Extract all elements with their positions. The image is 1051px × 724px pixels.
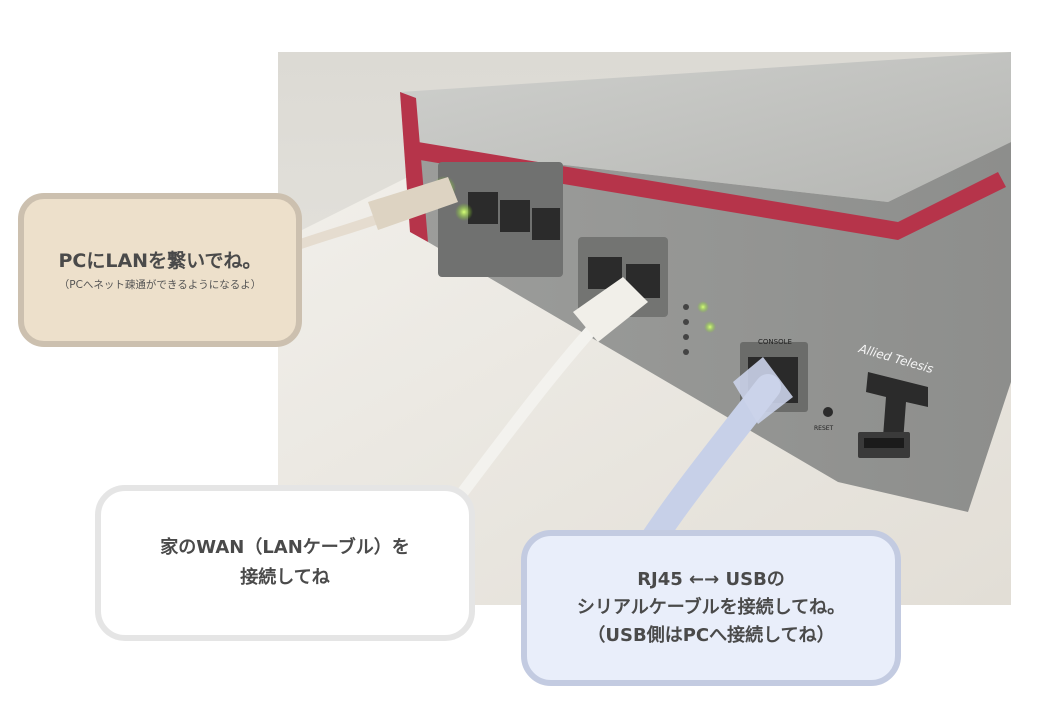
console-label: CONSOLE	[758, 338, 792, 346]
wan-cable	[442, 277, 648, 518]
reset-button	[823, 407, 833, 417]
router-photo: CONSOLE RESET Allied Telesis	[278, 52, 1011, 605]
wan-callout-line1: 家のWAN（LANケーブル）を	[160, 537, 410, 558]
usb-callout: RJ45 ←→ USBの シリアルケーブルを接続してね。 （USB側はPCへ接続…	[521, 530, 901, 686]
usb-callout-line2: シリアルケーブルを接続してね。	[576, 597, 846, 618]
router-photo-illustration: CONSOLE RESET Allied Telesis	[278, 52, 1011, 605]
usb-callout-line1: RJ45 ←→ USBの	[637, 569, 785, 590]
front-logo-area	[858, 372, 928, 458]
wan-callout: 家のWAN（LANケーブル）を 接続してね	[95, 485, 475, 641]
router-top	[400, 52, 1011, 202]
reset-label: RESET	[814, 425, 834, 432]
lan-callout-title: PCにLANを繋いでね。	[58, 250, 262, 272]
lan-callout-note: （PCへネット疎通ができるようになるよ）	[58, 279, 262, 291]
lan-callout: PCにLANを繋いでね。 （PCへネット疎通ができるようになるよ）	[18, 193, 302, 347]
wan-callout-line2: 接続してね	[240, 567, 330, 588]
usb-callout-line3: （USB側はPCへ接続してね）	[587, 625, 835, 646]
lan-port-block	[438, 162, 563, 277]
